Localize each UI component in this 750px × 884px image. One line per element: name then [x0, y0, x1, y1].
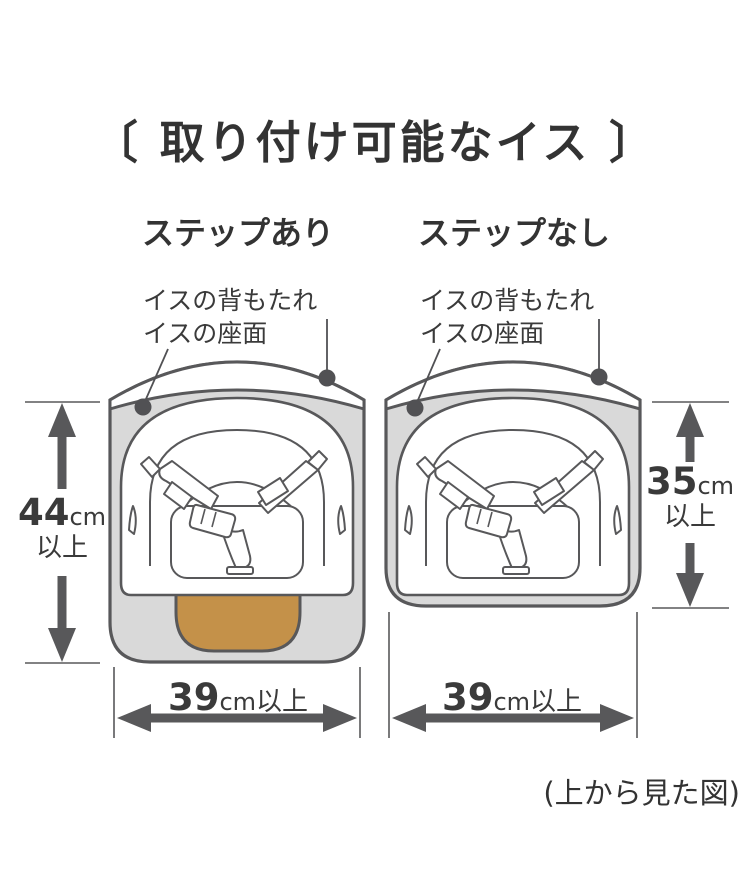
- height-dimension-left: [25, 401, 100, 664]
- width-unit-right: cm: [493, 688, 531, 716]
- backrest-marker-dot-left: [318, 369, 336, 387]
- chair-part-labels-right: イスの背もたれ イスの座面: [420, 284, 594, 350]
- width-value-left: 39: [167, 676, 220, 719]
- width-suffix-right: 以上: [530, 687, 583, 717]
- step-board: [174, 592, 302, 653]
- height-value-right: 35: [645, 460, 698, 503]
- width-dimension-label-right: 39cm以上: [386, 679, 638, 716]
- width-suffix-left: 以上: [256, 687, 309, 717]
- seat-marker-dot-left: [134, 398, 152, 416]
- seat-leader-line-left: [145, 348, 169, 400]
- chair-without-step: [384, 319, 642, 608]
- height-unit-right: cm: [697, 472, 735, 500]
- booster-seat-left: [119, 396, 355, 597]
- seat-label-left: イスの座面: [143, 319, 268, 348]
- height-value-left: 44: [17, 491, 70, 534]
- height-dimension-right: [652, 401, 729, 609]
- chair-with-step: [108, 319, 366, 664]
- backrest-label-right: イスの背もたれ: [420, 286, 595, 315]
- width-value-right: 39: [441, 676, 494, 719]
- column-header-with-step: ステップあり: [141, 214, 334, 252]
- chair-part-labels-left: イスの背もたれ イスの座面: [143, 284, 317, 350]
- width-dimension-left: [113, 667, 361, 738]
- height-suffix-left: 以上: [35, 533, 88, 563]
- height-unit-left: cm: [69, 503, 107, 531]
- seat-label-right: イスの座面: [420, 319, 545, 348]
- height-suffix-right: 以上: [663, 502, 716, 532]
- seat-leader-line-right: [417, 348, 441, 401]
- booster-seat-right: [395, 396, 631, 597]
- page-title: 〔 取り付け可能なイス 〕: [93, 116, 657, 169]
- seat-marker-dot-right: [406, 399, 424, 417]
- width-dimension-right: [388, 612, 638, 738]
- height-dimension-label-right: 35cm 以上: [642, 463, 738, 530]
- height-dimension-label-left: 44cm 以上: [14, 494, 110, 561]
- column-header-without-step: ステップなし: [417, 214, 610, 252]
- backrest-label-left: イスの背もたれ: [143, 286, 318, 315]
- width-unit-left: cm: [219, 688, 257, 716]
- width-dimension-label-left: 39cm以上: [112, 679, 364, 716]
- backrest-marker-dot-right: [590, 368, 608, 386]
- view-caption: (上から見た図): [543, 776, 740, 810]
